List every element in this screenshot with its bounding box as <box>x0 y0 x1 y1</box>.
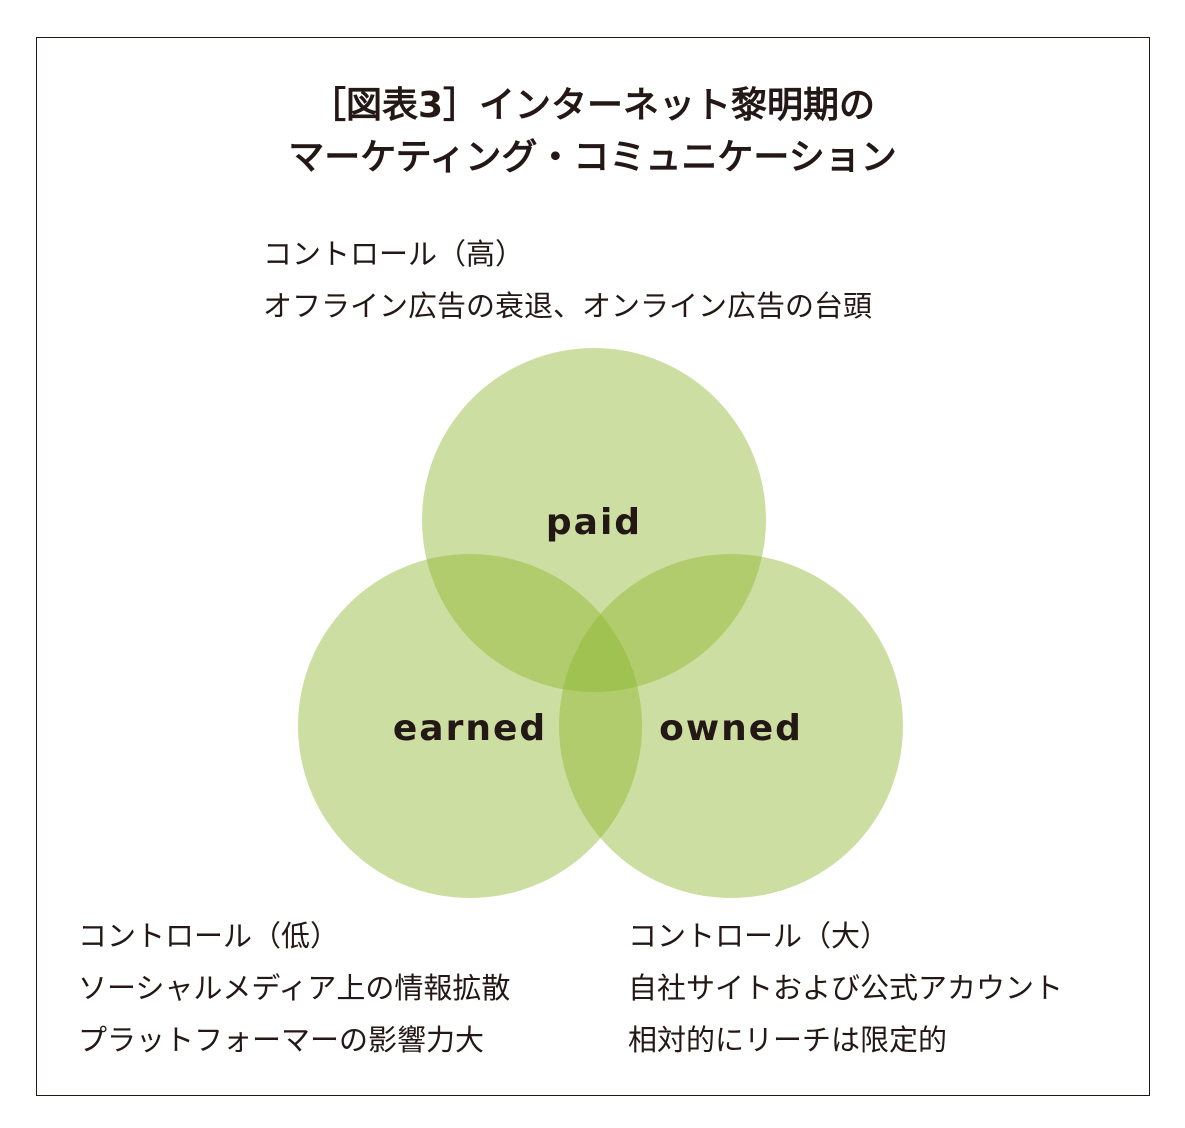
owned-caption-desc-1: 自社サイトおよび公式アカウント <box>628 971 1064 1005</box>
title-line-1: ［図表3］インターネット黎明期の <box>309 85 876 126</box>
figure-title: ［図表3］インターネット黎明期の マーケティング・コミュニケーション <box>0 80 1185 184</box>
earned-caption-desc-1: ソーシャルメディア上の情報拡散 <box>78 971 511 1005</box>
earned-label: earned <box>393 708 547 749</box>
owned-circle <box>559 554 903 898</box>
owned-caption: コントロール（大） 自社サイトおよび公式アカウント 相対的にリーチは限定的 <box>628 910 1063 1066</box>
owned-caption-control: コントロール（大） <box>628 919 890 953</box>
paid-caption-desc: オフライン広告の衰退、オンライン広告の台頭 <box>263 289 873 323</box>
earned-circle <box>298 554 642 898</box>
earned-caption: コントロール（低） ソーシャルメディア上の情報拡散 プラットフォーマーの影響力大 <box>78 910 510 1066</box>
title-line-2: マーケティング・コミュニケーション <box>288 137 897 178</box>
figure-frame <box>36 37 1150 1096</box>
paid-caption-control: コントロール（高） <box>263 237 525 271</box>
earned-caption-control: コントロール（低） <box>78 919 340 953</box>
paid-circle <box>422 348 766 692</box>
paid-label: paid <box>546 502 642 543</box>
owned-caption-desc-2: 相対的にリーチは限定的 <box>628 1023 948 1057</box>
paid-caption: コントロール（高） オフライン広告の衰退、オンライン広告の台頭 <box>263 228 872 332</box>
owned-label: owned <box>659 708 803 749</box>
earned-caption-desc-2: プラットフォーマーの影響力大 <box>78 1023 485 1057</box>
